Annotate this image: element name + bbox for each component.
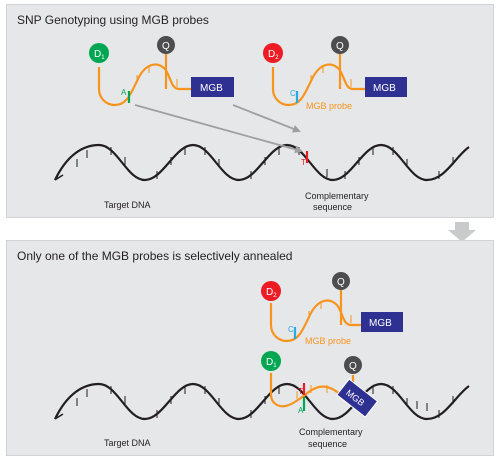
mgb-label: MGB bbox=[369, 318, 392, 329]
target-dna-strand bbox=[54, 382, 470, 421]
mgb-probe-label: MGB probe bbox=[306, 101, 352, 111]
complementary-label-line-2: sequence bbox=[313, 202, 352, 212]
complementary-label-line-2: sequence bbox=[308, 439, 347, 449]
match-arrow-2 bbox=[232, 104, 301, 133]
panel-snp-genotyping: SNP Genotyping using MGB probes bbox=[6, 4, 494, 218]
snp-base-t-label: T bbox=[298, 387, 303, 396]
complementary-label-line-1: Complementary bbox=[305, 191, 369, 201]
free-mgb-probe: C D2 Q MGB MGB probe bbox=[261, 272, 403, 346]
quencher-icon bbox=[332, 272, 350, 290]
dye-d2-label: D2 bbox=[266, 287, 277, 299]
dye-d1-icon bbox=[89, 43, 109, 63]
panel-selective-annealing: Only one of the MGB probes is selectivel… bbox=[6, 240, 494, 456]
dye-d1-icon bbox=[261, 351, 281, 371]
mgb-label: MGB bbox=[200, 83, 223, 94]
quencher-label: Q bbox=[162, 41, 170, 52]
dye-d2-icon bbox=[261, 281, 281, 301]
mgb-probe-2: C D2 Q MGB MGB probe bbox=[263, 36, 407, 111]
quencher-label: Q bbox=[336, 41, 344, 52]
panel-title: SNP Genotyping using MGB probes bbox=[17, 13, 209, 27]
mgb-box bbox=[365, 77, 407, 97]
snp-base-t-label: T bbox=[301, 158, 306, 167]
panel-title: Only one of the MGB probes is selectivel… bbox=[17, 249, 293, 263]
quencher-icon bbox=[157, 36, 175, 54]
mgb-label: MGB bbox=[373, 83, 396, 94]
dye-d1-label: D1 bbox=[94, 49, 105, 61]
mgb-box bbox=[191, 77, 234, 97]
dye-d2-label: D2 bbox=[268, 49, 279, 61]
match-arrow-1 bbox=[134, 104, 303, 154]
dye-d2-icon bbox=[263, 43, 283, 63]
bound-probe-base-a-label: A bbox=[298, 406, 304, 415]
mgb-probe-label: MGB probe bbox=[305, 336, 351, 346]
quencher-label: Q bbox=[349, 361, 357, 372]
flow-chevron-container bbox=[448, 222, 476, 242]
free-probe-base-c-label: C bbox=[288, 325, 294, 334]
quencher-label: Q bbox=[337, 277, 345, 288]
target-dna-strand bbox=[54, 143, 470, 182]
mgb-box bbox=[361, 312, 403, 332]
bound-mgb-box: MGB bbox=[336, 378, 379, 418]
mgb-probe-1: A D1 Q MGB bbox=[89, 36, 234, 107]
quencher-icon bbox=[331, 36, 349, 54]
bound-mgb-probe: A T D1 Q MGB bbox=[261, 351, 379, 418]
target-dna-label: Target DNA bbox=[104, 438, 151, 448]
probe-1-base-a-label: A bbox=[121, 88, 127, 97]
dye-d1-label: D1 bbox=[266, 357, 277, 369]
complementary-label-line-1: Complementary bbox=[299, 427, 363, 437]
quencher-icon bbox=[344, 356, 362, 374]
target-dna-label: Target DNA bbox=[104, 200, 151, 210]
panel-2-illustration: C D2 Q MGB MGB probe bbox=[54, 272, 470, 449]
probe-2-base-c-label: C bbox=[290, 89, 296, 98]
chevron-down-icon bbox=[448, 222, 476, 242]
panel-1-illustration: T A D1 Q MGB bbox=[54, 36, 470, 212]
